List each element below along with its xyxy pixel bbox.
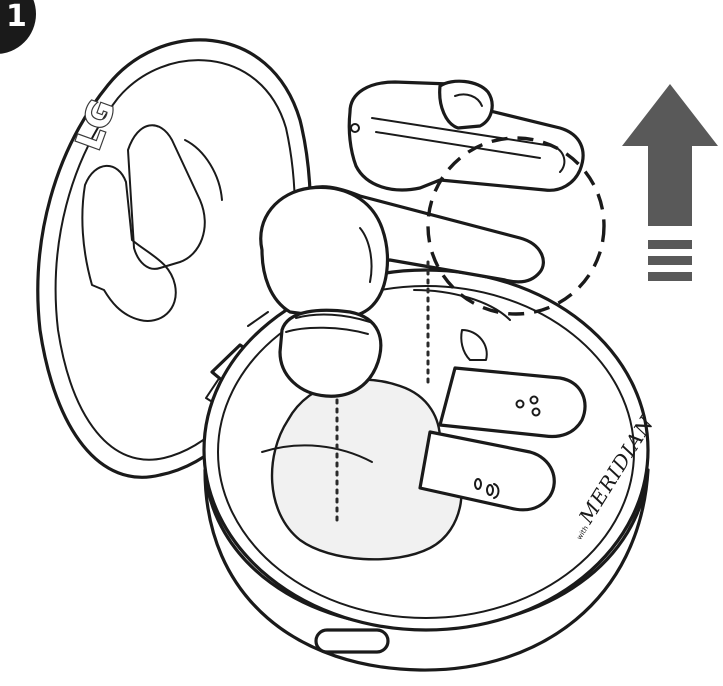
step-number: 1 bbox=[6, 0, 27, 34]
earbud-right bbox=[349, 81, 583, 190]
step-badge: 1 bbox=[0, 0, 36, 54]
lift-up-arrow-icon bbox=[622, 84, 718, 281]
charging-port bbox=[316, 630, 388, 652]
